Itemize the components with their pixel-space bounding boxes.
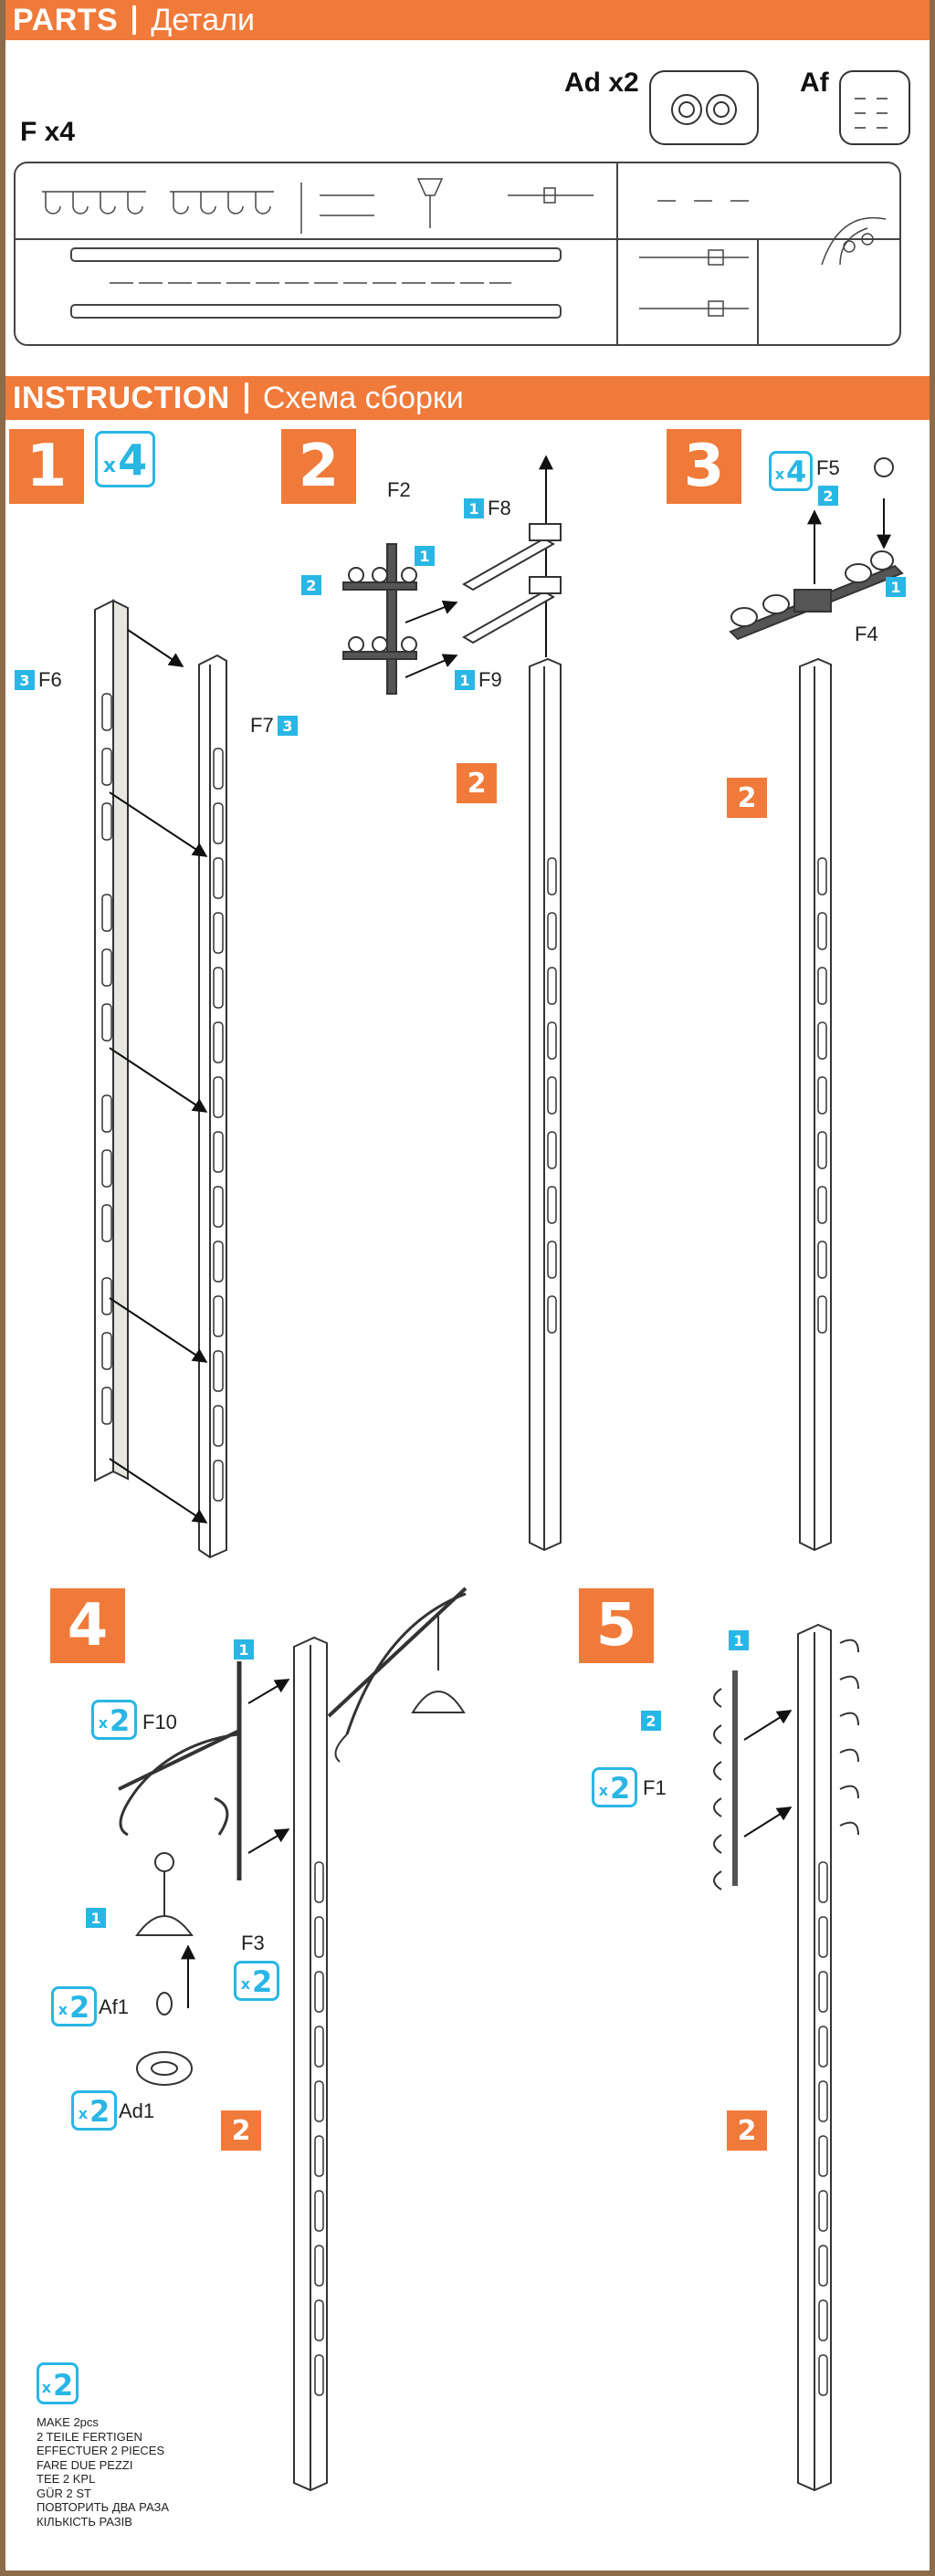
- af1-label: Af1: [99, 1995, 130, 2018]
- ad1-label: Ad1: [119, 2100, 155, 2122]
- step4-pole-callout: 2: [221, 2110, 261, 2151]
- f2-callout-1: 1: [415, 546, 435, 566]
- f7-callout: 3: [278, 716, 298, 736]
- f4-callout: 1: [886, 577, 906, 597]
- banner-divider: [244, 382, 248, 414]
- note-line: MAKE 2pcs: [37, 2415, 99, 2429]
- step3-pole-callout: 2: [727, 778, 767, 818]
- f6-callout: 3: [15, 670, 35, 690]
- f7-label: F7: [250, 714, 274, 737]
- step2-pole: [342, 455, 562, 1552]
- step5-pole-callout: 2: [727, 2110, 767, 2151]
- banner-divider: [132, 5, 137, 35]
- note-line: ПОВТОРИТЬ ДВА РАЗА: [37, 2500, 169, 2514]
- f2-label: F2: [387, 478, 411, 501]
- step-2-number: 2: [281, 429, 356, 504]
- step5-arm-callout: 1: [729, 1630, 749, 1650]
- step4-pole: [118, 1586, 468, 2492]
- f3-label: F3: [241, 1932, 265, 1954]
- parts-banner: PARTS Детали: [0, 0, 935, 40]
- note-line: FARE DUE PEZZI: [37, 2457, 133, 2472]
- f2-callout-2: 2: [301, 575, 321, 595]
- f5-callout: 2: [818, 486, 838, 506]
- step-1-number: 1: [9, 429, 84, 504]
- sprue-af: [839, 70, 910, 145]
- f6-label: F6: [38, 668, 62, 691]
- f9-label: F9: [478, 668, 502, 691]
- step2-pole-callout: 2: [457, 763, 497, 803]
- step-5-number: 5: [579, 1588, 654, 1663]
- note-line: TEE 2 KPL: [37, 2472, 96, 2486]
- sprue-f: [14, 162, 901, 346]
- step-4-number: 4: [50, 1588, 125, 1663]
- step1-frame: [94, 599, 227, 1559]
- f5-label: F5: [816, 456, 840, 479]
- sprue-f-label: F x4: [20, 117, 76, 147]
- f9-callout: 1: [455, 670, 475, 690]
- f8-label: F8: [488, 497, 511, 519]
- instruction-title: INSTRUCTION: [13, 380, 230, 415]
- note-line: 2 TEILE FERTIGEN: [37, 2429, 142, 2444]
- parts-subtitle: Детали: [151, 2, 255, 37]
- f1-label: F1: [643, 1776, 667, 1799]
- note-line: GÜR 2 ST: [37, 2486, 91, 2500]
- sprue-ad: [649, 70, 759, 145]
- step5-pole: [713, 1623, 859, 2492]
- note-line: КІЛЬКІСТЬ РАЗІВ: [37, 2514, 132, 2529]
- step4-arm-callout: 1: [234, 1639, 254, 1660]
- instruction-subtitle: Схема сборки: [262, 380, 464, 415]
- f8-callout: 1: [464, 498, 484, 518]
- parts-title: PARTS: [13, 2, 119, 37]
- f10-label: F10: [142, 1711, 177, 1733]
- step-3-number: 3: [667, 429, 741, 504]
- f4-label: F4: [855, 623, 878, 645]
- instruction-banner: INSTRUCTION Схема сборки: [0, 376, 935, 420]
- step5-insulator-callout: 2: [641, 1711, 661, 1731]
- sprue-ad-label: Ad x2: [564, 68, 639, 98]
- note-line: EFFECTUER 2 PIECES: [37, 2444, 165, 2457]
- step3-pole: [729, 457, 904, 1552]
- f3-callout: 1: [86, 1908, 106, 1928]
- make-notes: MAKE 2pcs 2 TEILE FERTIGEN EFFECTUER 2 P…: [37, 2415, 169, 2529]
- sprue-af-label: Af: [800, 68, 829, 98]
